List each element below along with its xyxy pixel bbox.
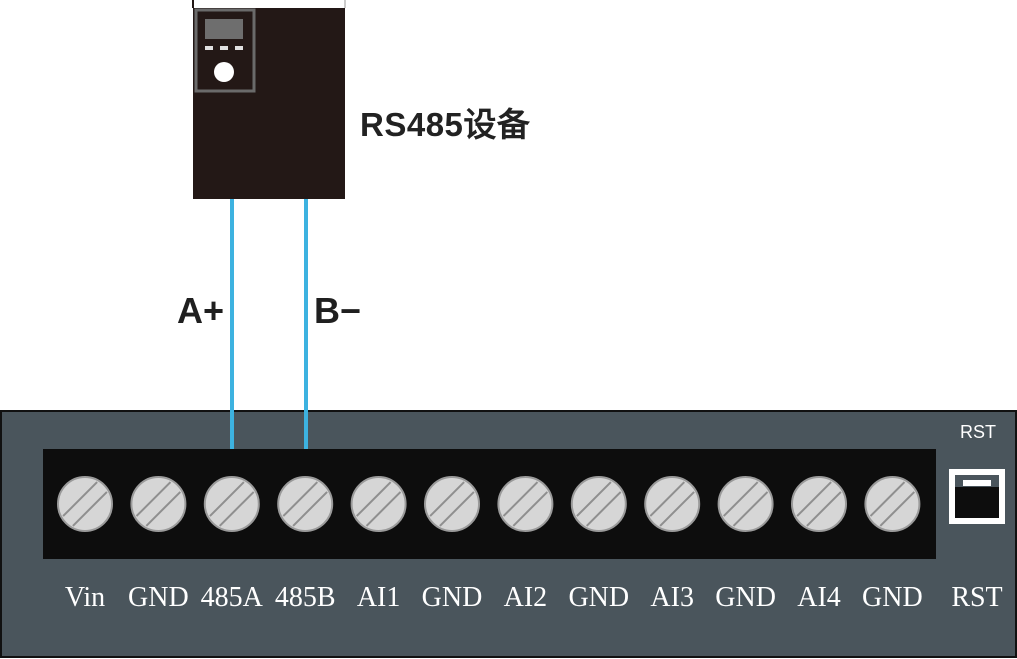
screw-terminal bbox=[203, 476, 260, 532]
device-knob bbox=[214, 62, 234, 82]
screw-head bbox=[57, 476, 113, 532]
screw-slot bbox=[796, 481, 832, 517]
screw-slot bbox=[209, 481, 245, 517]
screw-head bbox=[350, 476, 407, 532]
screw-head bbox=[644, 476, 701, 532]
terminal-label: AI1 bbox=[356, 582, 401, 613]
terminal-strip bbox=[43, 449, 936, 559]
screw-slot bbox=[72, 491, 108, 527]
terminal-label: AI3 bbox=[650, 582, 694, 613]
screw-slot bbox=[355, 481, 392, 517]
screw-head bbox=[130, 476, 187, 532]
screw-head bbox=[424, 476, 480, 532]
device-led-1 bbox=[205, 46, 213, 50]
terminal-label: GND bbox=[421, 582, 483, 613]
screw-slot bbox=[649, 481, 686, 517]
device-display bbox=[205, 19, 243, 39]
screw-slot bbox=[512, 491, 549, 527]
terminal-label: 485A bbox=[200, 582, 263, 613]
screw-terminal bbox=[717, 476, 774, 532]
screw-head bbox=[864, 476, 921, 532]
rst-label-top: RST bbox=[960, 422, 996, 442]
rst-button bbox=[949, 469, 1005, 524]
screw-slot bbox=[62, 481, 98, 517]
screw-terminal bbox=[864, 476, 921, 532]
screw-head bbox=[203, 476, 260, 532]
screw-head bbox=[717, 476, 774, 532]
screw-terminal bbox=[350, 476, 407, 532]
screw-slot bbox=[576, 481, 612, 517]
screw-slot bbox=[806, 491, 842, 527]
terminal-label: GND bbox=[128, 582, 189, 613]
rst-button-top bbox=[963, 480, 991, 486]
screw-slot bbox=[145, 491, 182, 527]
screw-terminal bbox=[424, 476, 480, 532]
screw-terminal bbox=[130, 476, 187, 532]
terminal-label: AI4 bbox=[797, 582, 841, 613]
screw-slot bbox=[439, 491, 475, 527]
screw-slot bbox=[502, 481, 539, 517]
screw-slot bbox=[282, 481, 319, 517]
screw-terminal bbox=[277, 476, 334, 532]
wire-label-b-minus: B− bbox=[314, 290, 362, 331]
screw-terminal bbox=[497, 476, 554, 532]
rs485-device bbox=[192, 0, 346, 199]
terminal-label: Vin bbox=[64, 582, 106, 613]
screw-slot bbox=[732, 491, 769, 527]
screw-slot bbox=[659, 491, 695, 527]
screw-head bbox=[791, 476, 847, 532]
terminal-label: GND bbox=[715, 582, 776, 613]
screw-terminals bbox=[57, 476, 921, 532]
device-title: RS485设备 bbox=[360, 106, 531, 143]
screw-slot bbox=[292, 491, 328, 527]
screw-terminal bbox=[570, 476, 627, 532]
device-led-3 bbox=[235, 46, 243, 50]
terminal-label: AI2 bbox=[503, 582, 548, 613]
screw-slot bbox=[218, 491, 255, 527]
device-panel bbox=[194, 8, 256, 93]
screw-head bbox=[277, 476, 334, 532]
screw-slot bbox=[869, 481, 906, 517]
terminal-label: 485B bbox=[274, 582, 336, 613]
terminal-label: GND bbox=[862, 582, 923, 613]
wire-label-a-plus: A+ bbox=[177, 290, 225, 331]
screw-slot bbox=[365, 491, 402, 527]
terminal-label: GND bbox=[568, 582, 630, 613]
screw-terminal bbox=[57, 476, 113, 532]
screw-slot bbox=[135, 481, 172, 517]
screw-slot bbox=[585, 491, 622, 527]
screw-terminal bbox=[644, 476, 701, 532]
device-body bbox=[193, 8, 345, 199]
rst-button-cap bbox=[955, 487, 999, 518]
screw-slot bbox=[429, 481, 465, 517]
rst-label-bottom: RST bbox=[951, 582, 1003, 613]
screw-head bbox=[570, 476, 627, 532]
device-led-2 bbox=[220, 46, 228, 50]
screw-slot bbox=[879, 491, 916, 527]
screw-head bbox=[497, 476, 554, 532]
screw-terminal bbox=[791, 476, 847, 532]
screw-slot bbox=[722, 481, 759, 517]
